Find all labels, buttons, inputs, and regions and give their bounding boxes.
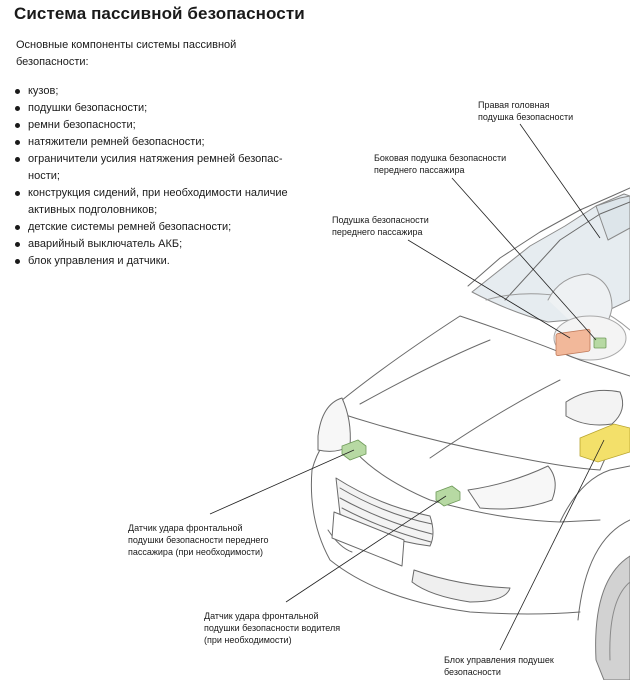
hood-front-edge	[329, 409, 601, 471]
label-curtain-airbag: Правая головная подушка безопасности	[478, 100, 574, 122]
leader-curtain	[519, 123, 601, 239]
list-item: блок управления и датчики.	[14, 253, 288, 270]
list-item: натяжители ремней безопасности;	[14, 134, 288, 151]
list-item: кузов;	[14, 83, 288, 100]
list-item-text: ремни безопасности;	[28, 119, 136, 131]
list-item: ремни безопасности;	[14, 117, 288, 134]
side-airbag-module	[593, 337, 607, 349]
bullet-icon	[15, 225, 20, 230]
bullet-icon	[15, 242, 20, 247]
sensor-driver-box	[435, 485, 461, 507]
car-body	[310, 187, 630, 680]
hood-crease	[359, 339, 491, 405]
lower-intake	[411, 569, 511, 603]
bullet-icon	[15, 123, 20, 128]
hood-outline	[329, 315, 630, 411]
license-plate	[331, 511, 405, 567]
grille-bars	[339, 487, 433, 543]
list-item: ограничители усилия натяжения ремней без…	[14, 151, 288, 185]
leader-side	[451, 177, 597, 341]
fog-light-left	[327, 529, 353, 553]
leader-lines	[209, 123, 605, 651]
wheel-rim	[609, 581, 630, 661]
list-item: конструкция сидений, при необходимости н…	[14, 185, 288, 219]
roof-line	[467, 187, 630, 287]
label-sensor-driver: Датчик удара фронтальной подушки безопас…	[204, 611, 341, 645]
bullet-icon	[15, 89, 20, 94]
leader-ecu	[499, 439, 605, 651]
passenger-airbag-module	[555, 328, 591, 357]
bullet-icon	[15, 140, 20, 145]
bullet-icon	[15, 191, 20, 196]
wheel-arch	[577, 519, 630, 621]
leader-sensor-passenger	[209, 449, 355, 515]
list-item: подушки безопасности;	[14, 100, 288, 117]
airbag-control-unit	[579, 423, 630, 463]
label-airbag-control-unit: Блок управления подушек безопасности	[444, 655, 554, 677]
headlight-left	[317, 397, 351, 452]
bullet-icon	[15, 106, 20, 111]
list-item: детские системы ремней безопасности;	[14, 219, 288, 236]
component-list: кузов; подушки безопасности; ремни безоп…	[14, 83, 288, 270]
side-mirror	[565, 389, 624, 426]
leader-passenger	[407, 239, 571, 339]
list-item-text: подушки безопасности;	[28, 102, 148, 114]
bullet-icon	[15, 259, 20, 264]
hood-crease-2	[429, 379, 561, 459]
page-title: Система пассивной безопасности	[14, 4, 305, 23]
list-item-text: ограничители усилия натяжения ремней без…	[28, 153, 283, 182]
list-item-text: натяжители ремней безопасности;	[28, 136, 205, 148]
headlight-right	[467, 465, 556, 510]
list-item-text: конструкция сидений, при необходимости н…	[28, 187, 288, 216]
list-item-text: детские системы ремней безопасности;	[28, 221, 232, 233]
leader-sensor-driver	[285, 495, 447, 603]
side-window	[595, 195, 630, 241]
intro-text: Основные компоненты системы пассивной бе…	[16, 39, 237, 68]
label-sensor-passenger: Датчик удара фронтальной подушки безопас…	[128, 523, 269, 557]
a-pillar	[504, 201, 630, 301]
list-item-text: кузов;	[28, 85, 59, 97]
list-item-text: блок управления и датчики.	[28, 255, 170, 267]
safety-components	[341, 328, 630, 507]
front-fender	[559, 465, 630, 523]
bumper-lower	[310, 469, 581, 615]
bullet-icon	[15, 157, 20, 162]
list-item: аварийный выключатель АКБ;	[14, 236, 288, 253]
label-side-airbag: Боковая подушка безопасности переднего п…	[374, 153, 507, 175]
label-passenger-airbag: Подушка безопасности переднего пассажира	[332, 215, 429, 237]
list-item-text: аварийный выключатель АКБ;	[28, 238, 183, 250]
